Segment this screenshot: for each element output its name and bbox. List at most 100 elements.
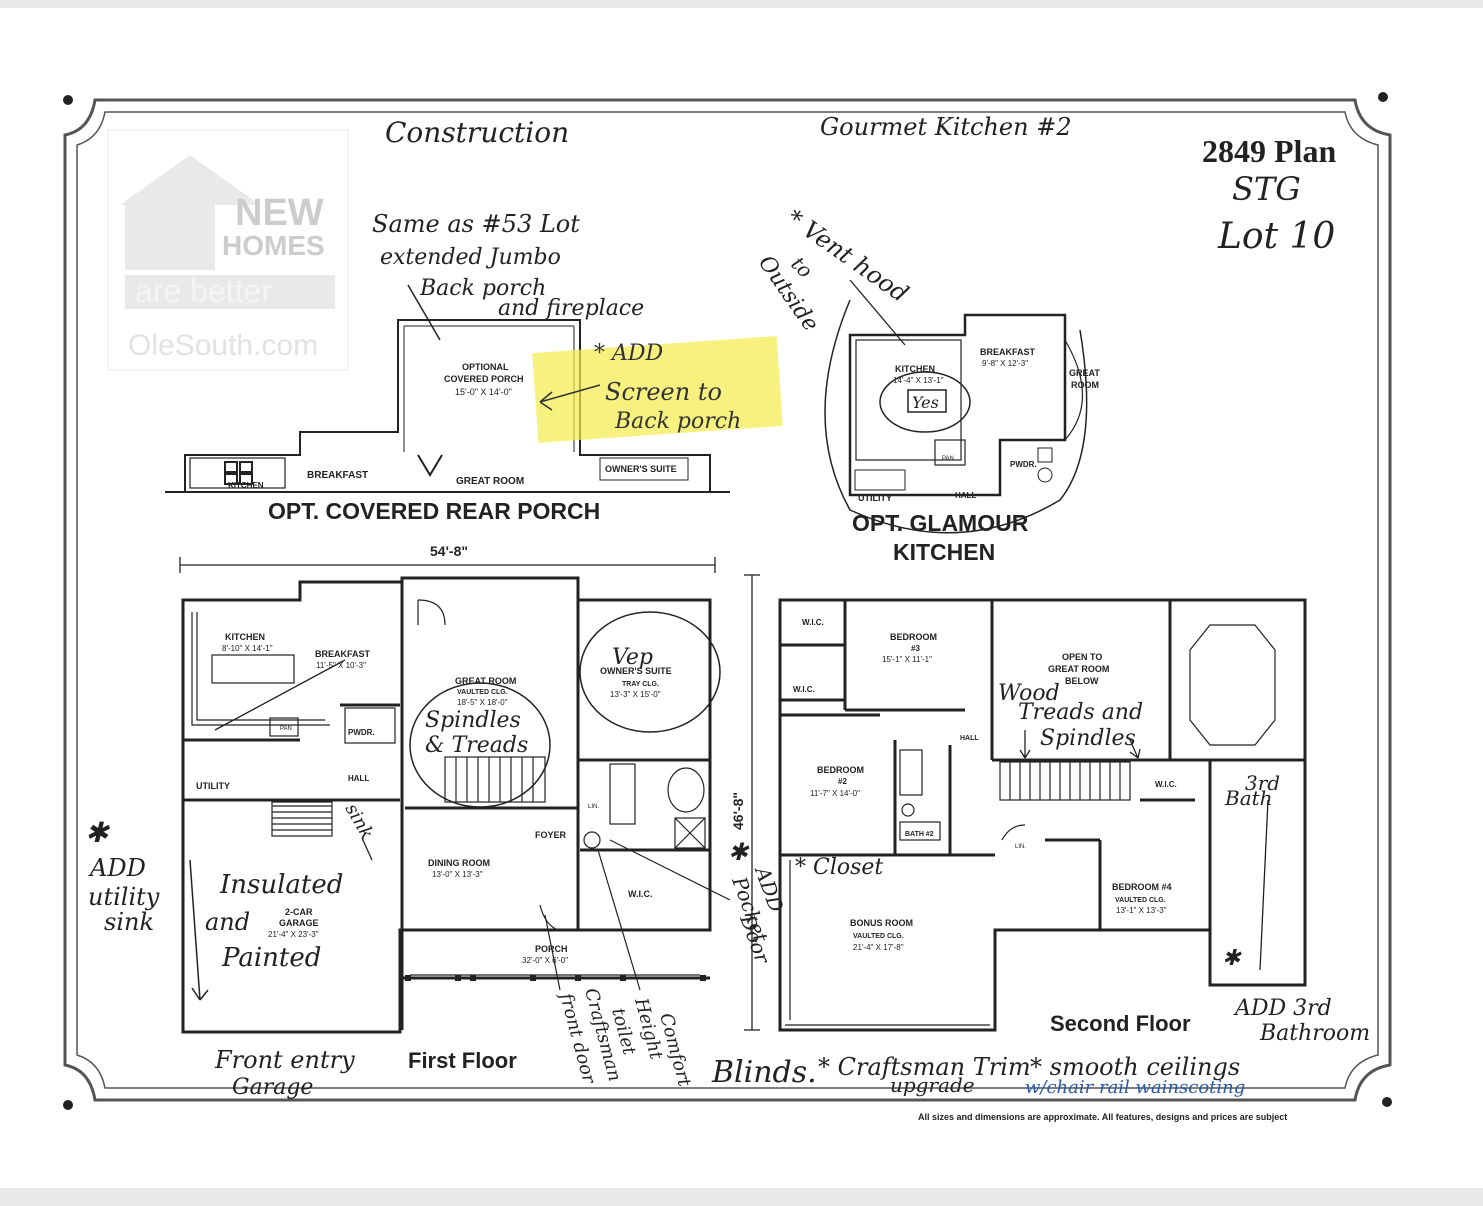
glamour-title-2: KITCHEN [893, 539, 995, 565]
note-treads: & Treads [425, 733, 528, 758]
ff-pan: PAN [280, 726, 292, 732]
ff-garage-size: 21'-4" X 23'-3" [268, 930, 319, 939]
sf-wic-b: W.I.C. [793, 685, 815, 694]
note-utility-star: ✱ [85, 816, 111, 849]
glamour-breakfast-size: 9'-8" X 12'-3" [982, 359, 1028, 368]
ff-garage-2: GARAGE [279, 918, 319, 928]
ff-kitchen-size: 8'-10" X 14'-1" [222, 644, 273, 653]
ff-hall: HALL [348, 774, 369, 783]
note-bathroom: Bathroom [1259, 1021, 1370, 1046]
closet-arrow [1259, 799, 1269, 971]
note-vep: Vep [612, 645, 653, 670]
note-craftsman-trim: * Craftsman Trim [818, 1053, 1031, 1081]
sf-bedroom3: BEDROOM [890, 632, 937, 642]
note-spindles-circle [409, 682, 551, 808]
rear-porch-covered: COVERED PORCH [444, 374, 524, 384]
glamour-hall-label: HALL [955, 491, 976, 500]
glamour-pwdr-label: PWDR. [1010, 460, 1037, 469]
ff-owners-suite: OWNER'S SUITE [600, 666, 672, 676]
ff-great-room: GREAT ROOM [455, 676, 516, 686]
note-same-as: Same as #53 Lot [372, 210, 580, 238]
ff-great-room-clg: VAULTED CLG. [457, 689, 508, 696]
ff-breakfast: BREAKFAST [315, 649, 371, 659]
first-floor-dimensions [179, 557, 760, 1031]
paper [0, 8, 1483, 1188]
note-and: and [205, 908, 250, 936]
ornamental-frame [63, 98, 1392, 1102]
note-wood: Wood [998, 681, 1060, 706]
glamour-great-label2: ROOM [1071, 380, 1099, 390]
ff-kitchen: KITCHEN [225, 632, 265, 642]
note-3rd-bath: Bath [1224, 786, 1273, 810]
ff-pwdr: PWDR. [348, 728, 375, 737]
note-extended: extended Jumbo [380, 245, 561, 270]
note-blinds: Blinds. [711, 1055, 817, 1090]
front-door-arrow [544, 914, 561, 991]
note-upgrade: upgrade [890, 1073, 975, 1097]
screen-arrow [539, 384, 601, 411]
note-closet: * Closet [795, 855, 883, 880]
ff-owners-size: 13'-3" X 15'-0" [610, 690, 661, 699]
note-arrow-porch [407, 284, 441, 341]
sf-wic-c: W.I.C. [1155, 780, 1177, 789]
sf-hall: HALL [960, 735, 979, 742]
note-construction: Construction [385, 116, 569, 149]
glamour-circle-note [824, 299, 1088, 534]
note-utility-add: ADD [88, 854, 146, 882]
note-utility-sink: sink [104, 908, 154, 936]
first-floor-width-dim: 54'-8" [430, 543, 468, 559]
plan-number: 2849 Plan [1202, 133, 1336, 169]
sf-bedroom4-clg: VAULTED CLG. [1115, 897, 1166, 904]
glamour-kitchen-size: 14'-4" X 13'-1" [893, 376, 944, 385]
note-spindles: Spindles [425, 708, 521, 733]
sf-bedroom3-num: #3 [911, 644, 920, 653]
note-wood-treads: Treads and [1018, 700, 1143, 725]
garage-door-arrow [189, 859, 209, 1001]
second-floor-fixtures [785, 624, 1276, 1026]
glamour-yes-mark: Yes [912, 393, 939, 412]
pocket-door-arrow [609, 839, 731, 901]
watermark-site: OleSouth.com [128, 329, 318, 362]
second-floor-walls [778, 598, 1307, 1032]
rear-porch-owners: OWNER'S SUITE [605, 464, 677, 474]
sf-open-to-2: GREAT ROOM [1048, 664, 1109, 674]
sf-open-to: OPEN TO [1062, 652, 1102, 662]
glamour-kitchen-plan [848, 313, 1083, 497]
ff-dining: DINING ROOM [428, 858, 490, 868]
first-floor-title: First Floor [408, 1048, 517, 1073]
wood-arrow-2 [1129, 739, 1141, 759]
ff-dining-size: 13'-0" X 13'-3" [432, 870, 483, 879]
second-floor-title: Second Floor [1050, 1011, 1191, 1036]
sf-bonus-size: 21'-4" X 17'-8" [853, 943, 904, 952]
sf-bedroom4: BEDROOM #4 [1112, 882, 1172, 892]
ff-owners-clg: TRAY CLG. [622, 681, 659, 688]
sf-bonus: BONUS ROOM [850, 918, 913, 928]
rear-porch-great-room: GREAT ROOM [456, 476, 524, 487]
screen-porch-highlight [532, 336, 783, 443]
ff-breakfast-size: 11'-5" X 10'-3" [316, 661, 366, 670]
disclaimer: All sizes and dimensions are approximate… [918, 1112, 1287, 1122]
rear-porch-optional: OPTIONAL [462, 362, 509, 372]
rear-porch-size: 15'-0" X 14'-0" [455, 387, 512, 397]
note-vep-circle [579, 611, 721, 733]
note-screen-to: Screen to [605, 378, 722, 406]
glamour-pan-label: PAN [942, 456, 954, 462]
watermark-logo [107, 129, 349, 371]
sf-open-to-3: BELOW [1065, 676, 1099, 686]
sf-linen: LIN. [1015, 844, 1026, 850]
watermark-better: are better [135, 273, 272, 309]
note-back-porch: Back porch [419, 276, 546, 301]
note-sink-arrow [361, 837, 373, 861]
note-utility-utility: utility [88, 883, 160, 911]
sf-bedroom2-num: #2 [838, 777, 847, 786]
sf-bedroom2: BEDROOM [817, 765, 864, 775]
rear-porch-title: OPT. COVERED REAR PORCH [268, 498, 600, 524]
sf-wic-a: W.I.C. [802, 618, 824, 627]
first-floor-fixtures [191, 599, 706, 976]
glamour-breakfast-label: BREAKFAST [980, 347, 1036, 357]
porch-columns [405, 975, 706, 981]
note-3rd: 3rd [1245, 771, 1280, 795]
first-floor-depth-dim: 46'-8" [730, 792, 746, 830]
glamour-utility-label: UTILITY [858, 493, 892, 503]
